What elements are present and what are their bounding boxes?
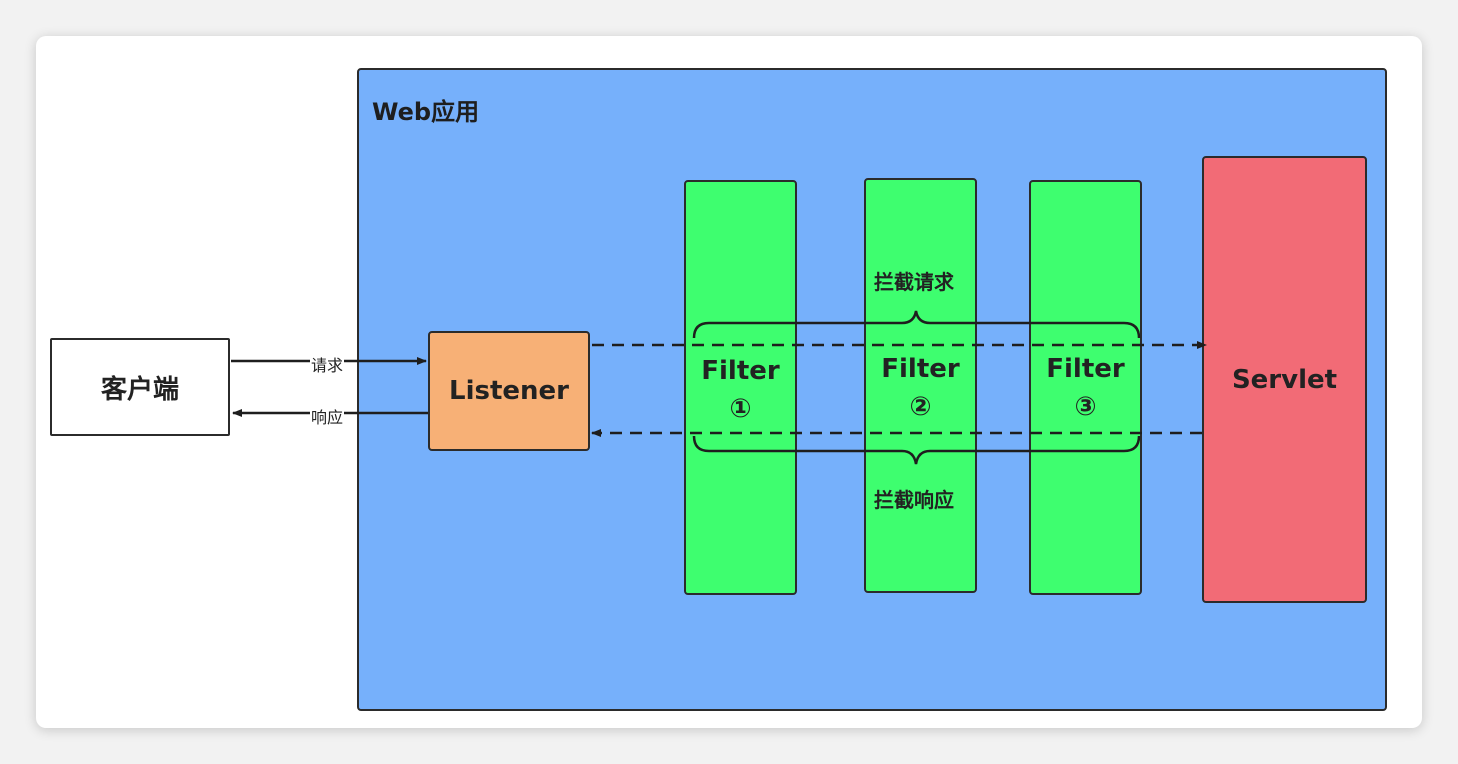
diagram-canvas: Web应用 客户端 Listener Servlet 请求 响应 拦截请求 拦截…: [36, 36, 1422, 728]
intercept-request-label: 拦截请求: [874, 270, 954, 294]
filter-3-name: Filter: [1046, 354, 1125, 384]
response-label: 响应: [310, 404, 345, 428]
filter-1-name: Filter: [701, 356, 780, 386]
client-label: 客户端: [100, 374, 179, 405]
filter-box-3: [1029, 180, 1142, 595]
web-app-title: Web应用: [372, 98, 480, 126]
filter-1-number: ①: [729, 394, 752, 424]
intercept-response-brace: [692, 435, 1141, 465]
listener-label: Listener: [449, 376, 569, 406]
client-box: 客户端: [50, 338, 230, 436]
filter-box-2: [864, 178, 977, 593]
intercept-response-label: 拦截响应: [874, 488, 954, 512]
connector-lines: [231, 310, 1207, 465]
filter-2-number: ②: [909, 392, 932, 422]
request-label: 请求: [310, 352, 345, 376]
filter-2-name: Filter: [881, 354, 960, 384]
listener-box: Listener: [428, 331, 590, 451]
servlet-label: Servlet: [1231, 364, 1338, 395]
intercept-request-brace: [692, 310, 1141, 339]
servlet-box: Servlet: [1202, 156, 1367, 603]
filter-3-number: ③: [1074, 392, 1097, 422]
filter-box-1: [684, 180, 797, 595]
